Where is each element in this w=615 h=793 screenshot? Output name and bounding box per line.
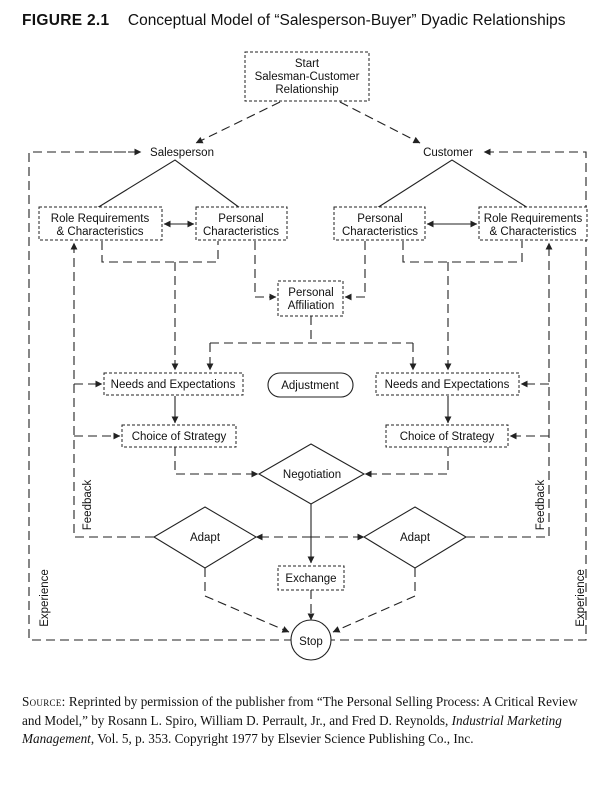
needs-expectations-left: Needs and Expectations [103, 372, 244, 396]
role-requirements-right: Role Requirements & Characteristics [478, 206, 588, 241]
personal-characteristics-left-line-2: Characteristics [203, 226, 279, 238]
source-text-after: , Vol. 5, p. 353. Copyright 1977 by Else… [90, 731, 474, 746]
figure-number: FIGURE 2.1 [22, 12, 110, 29]
adapt-left-node: Adapt [152, 506, 258, 569]
role-requirements-right-line-2: & Characteristics [490, 226, 577, 238]
source-note: Source: Reprinted by permission of the p… [22, 693, 594, 749]
figure-title: Conceptual Model of “Salesperson-Buyer” … [127, 12, 566, 29]
personal-characteristics-left: Personal Characteristics [195, 206, 288, 241]
adjustment-node: Adjustment [267, 372, 354, 398]
experience-frame [28, 148, 587, 641]
experience-left-label: Experience [39, 569, 51, 627]
customer-label: Customer [423, 147, 473, 159]
adapt-right-label: Adapt [400, 532, 431, 544]
feedback-left-label: Feedback [82, 480, 94, 531]
salesperson-branch [96, 159, 241, 209]
source-text-before: Reprinted by permission of the publisher… [22, 694, 578, 728]
personal-characteristics-left-line-1: Personal [218, 213, 263, 225]
adapt-right-to-stop [332, 568, 416, 633]
left-characteristics-bracket [101, 241, 219, 263]
experience-right-label: Experience [575, 569, 587, 627]
left-personal-to-affiliation [254, 241, 277, 301]
adapt-left-label: Adapt [190, 532, 221, 544]
adjustment-label: Adjustment [281, 380, 339, 392]
start-to-salesperson-arrow [195, 101, 281, 144]
role-requirements-left-line-1: Role Requirements [51, 213, 150, 225]
start-to-customer-arrow [339, 101, 421, 144]
start-node: Start Salesman-Customer Relationship [244, 51, 370, 102]
personal-affiliation-node: Personal Affiliation [277, 280, 344, 317]
choice-of-strategy-left: Choice of Strategy [121, 424, 237, 448]
customer-branch [376, 159, 529, 209]
exchange-label: Exchange [285, 573, 336, 585]
source-journal: Industrial Marketing Management [22, 712, 562, 747]
dyadic-relationship-diagram: Start Salesman-Customer Relationship Sal… [28, 51, 588, 661]
role-requirements-right-line-1: Role Requirements [484, 213, 583, 225]
role-requirements-left-line-2: & Characteristics [57, 226, 144, 238]
stop-label: Stop [299, 636, 323, 648]
needs-expectations-right: Needs and Expectations [375, 372, 520, 396]
figure-header: FIGURE 2.1 Conceptual Model of “Salesper… [22, 12, 602, 30]
right-personal-to-affiliation [344, 241, 366, 301]
start-node-line-2: Salesman-Customer [255, 71, 360, 83]
adapt-right-node: Adapt [362, 506, 468, 569]
personal-affiliation-line-1: Personal [288, 287, 333, 299]
source-label: Source: [22, 694, 66, 709]
choice-of-strategy-left-label: Choice of Strategy [132, 431, 227, 443]
start-node-line-3: Relationship [275, 84, 338, 96]
right-characteristics-bracket [402, 241, 523, 263]
salesperson-label: Salesperson [150, 147, 214, 159]
personal-characteristics-right: Personal Characteristics [333, 206, 426, 241]
choice-of-strategy-right: Choice of Strategy [385, 424, 509, 448]
negotiation-label: Negotiation [283, 469, 341, 481]
needs-expectations-left-label: Needs and Expectations [111, 379, 236, 391]
adapt-left-to-stop [204, 568, 290, 633]
personal-affiliation-line-2: Affiliation [288, 300, 334, 312]
exchange-node: Exchange [277, 565, 345, 591]
choice-right-to-negotiation [364, 447, 449, 478]
role-requirements-left: Role Requirements & Characteristics [38, 206, 163, 241]
feedback-right-label: Feedback [535, 480, 547, 531]
personal-characteristics-right-line-1: Personal [357, 213, 402, 225]
personal-characteristics-right-line-2: Characteristics [342, 226, 418, 238]
stop-node: Stop [290, 619, 332, 661]
needs-expectations-right-label: Needs and Expectations [385, 379, 510, 391]
choice-left-to-negotiation [174, 447, 259, 478]
negotiation-node: Negotiation [257, 443, 366, 505]
choice-of-strategy-right-label: Choice of Strategy [400, 431, 495, 443]
start-node-line-1: Start [295, 58, 320, 70]
